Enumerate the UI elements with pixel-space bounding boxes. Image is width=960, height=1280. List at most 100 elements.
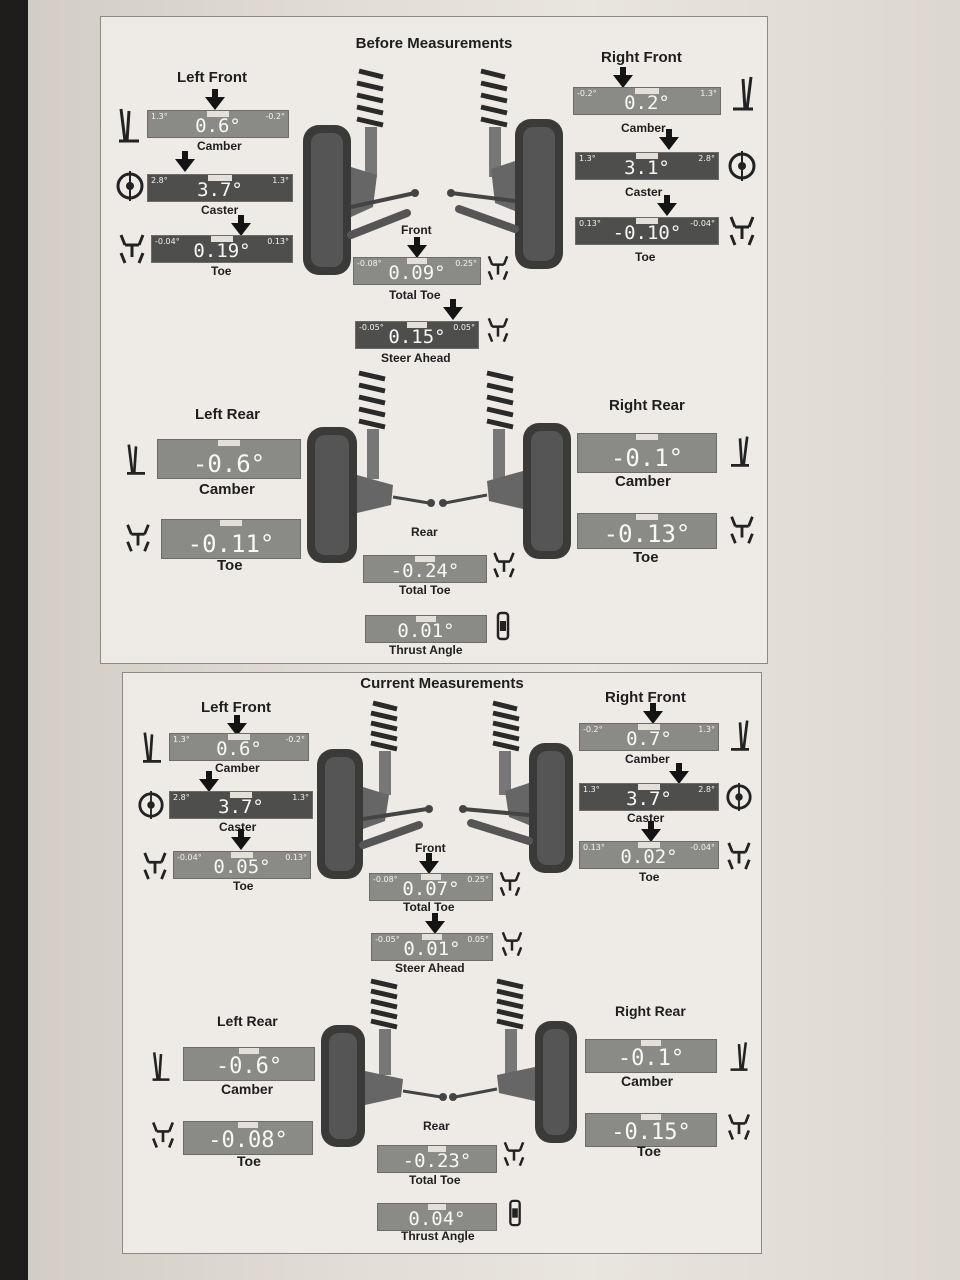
thrust-angle-icon xyxy=(496,611,510,641)
rear-total-toe-value: -0.24° xyxy=(390,560,460,582)
steer-ahead-value: 0.01° xyxy=(403,938,461,960)
camber-icon xyxy=(730,1042,748,1071)
camber-icon xyxy=(731,436,749,467)
toe-icon xyxy=(503,1141,525,1167)
lf-caster-gauge: 2.8° 1.3° 3.7° xyxy=(147,174,293,202)
rf-toe-value: -0.10° xyxy=(612,222,682,244)
lf-camber-gauge: 1.3° -0.2° 0.6° xyxy=(147,110,289,138)
thrust-angle-label: Thrust Angle xyxy=(389,643,463,657)
rr-toe-gauge: -0.15° xyxy=(585,1113,717,1147)
indicator-arrow xyxy=(231,829,251,850)
rr-toe-label: Toe xyxy=(637,1143,661,1159)
rf-camber-value: 0.2° xyxy=(624,92,670,114)
rr-toe-gauge: -0.13° xyxy=(577,513,717,549)
indicator-arrow xyxy=(657,195,677,216)
indicator-arrow xyxy=(643,703,663,724)
lr-toe-label: Toe xyxy=(237,1153,261,1169)
rr-camber-gauge: -0.1° xyxy=(585,1039,717,1073)
lr-camber-gauge: -0.6° xyxy=(157,439,301,479)
lf-toe-value: 0.05° xyxy=(213,856,271,878)
indicator-arrow xyxy=(613,67,633,88)
lf-toe-gauge: -0.04° 0.13° 0.19° xyxy=(151,235,293,263)
lf-toe-gauge: -0.04° 0.13° 0.05° xyxy=(173,851,311,879)
rf-caster-gauge: 1.3° 2.8° 3.1° xyxy=(575,152,719,180)
toe-icon xyxy=(730,516,754,544)
thrust-angle-label: Thrust Angle xyxy=(401,1229,475,1243)
lr-toe-label: Toe xyxy=(217,557,243,574)
front-total-toe-label: Total Toe xyxy=(403,900,455,914)
panel-title: Current Measurements xyxy=(360,675,524,692)
rear-heading: Rear xyxy=(423,1119,450,1133)
indicator-arrow xyxy=(659,129,679,150)
rf-camber-gauge: -0.2° 1.3° 0.2° xyxy=(573,87,721,115)
lr-toe-gauge: -0.11° xyxy=(161,519,301,559)
steer-ahead-gauge: -0.05° 0.05° 0.15° xyxy=(355,321,479,349)
rr-toe-value: -0.13° xyxy=(603,520,691,548)
left-rear-heading: Left Rear xyxy=(195,406,261,423)
indicator-arrow xyxy=(419,853,439,874)
indicator-arrow xyxy=(669,763,689,784)
thrust-angle-gauge: 0.01° xyxy=(365,615,487,643)
before-measurements-panel: Before Measurements Left Front 1.3° -0.2… xyxy=(100,16,768,664)
front-heading: Front xyxy=(401,223,432,237)
indicator-arrow xyxy=(231,215,251,236)
lr-camber-gauge: -0.6° xyxy=(183,1047,315,1081)
front-total-toe-value: 0.09° xyxy=(388,262,446,284)
indicator-arrow xyxy=(227,715,247,736)
rf-camber-value: 0.7° xyxy=(626,728,672,750)
front-total-toe-label: Total Toe xyxy=(389,288,441,302)
caster-icon xyxy=(116,171,144,201)
camber-icon xyxy=(152,1052,170,1081)
rf-camber-label: Camber xyxy=(621,121,666,135)
lr-toe-value: -0.08° xyxy=(208,1128,288,1153)
lf-toe-value: 0.19° xyxy=(193,240,251,262)
rear-total-toe-label: Total Toe xyxy=(399,583,451,597)
toe-icon xyxy=(119,234,145,264)
left-front-heading: Left Front xyxy=(201,699,271,716)
rf-toe-label: Toe xyxy=(635,250,656,264)
lr-camber-label: Camber xyxy=(199,481,255,498)
indicator-arrow xyxy=(205,89,225,110)
indicator-arrow xyxy=(199,771,219,792)
lf-camber-label: Camber xyxy=(215,761,260,775)
toe-icon xyxy=(727,1114,751,1140)
right-front-heading: Right Front xyxy=(605,689,686,706)
indicator-arrow xyxy=(425,913,445,934)
rear-total-toe-label: Total Toe xyxy=(409,1173,461,1187)
rf-toe-value: 0.02° xyxy=(620,846,678,868)
rf-caster-value: 3.1° xyxy=(624,157,670,179)
toe-icon xyxy=(729,216,755,246)
indicator-arrow xyxy=(175,151,195,172)
steer-ahead-label: Steer Ahead xyxy=(395,961,465,975)
toe-icon xyxy=(501,931,523,957)
panel-title: Before Measurements xyxy=(355,35,513,52)
toe-icon xyxy=(487,255,509,281)
steer-ahead-value: 0.15° xyxy=(388,326,446,348)
rear-total-toe-gauge: -0.24° xyxy=(363,555,487,583)
front-heading: Front xyxy=(415,841,446,855)
right-rear-heading: Right Rear xyxy=(609,397,685,414)
lr-toe-gauge: -0.08° xyxy=(183,1121,313,1155)
lr-toe-value: -0.11° xyxy=(187,530,275,558)
rf-camber-gauge: -0.2° 1.3° 0.7° xyxy=(579,723,719,751)
toe-icon xyxy=(499,871,521,897)
caster-icon xyxy=(138,791,164,819)
toe-icon xyxy=(126,524,150,552)
rf-toe-gauge: 0.13° -0.04° -0.10° xyxy=(575,217,719,245)
camber-icon xyxy=(733,76,753,111)
rf-caster-value: 3.7° xyxy=(626,788,672,810)
indicator-arrow xyxy=(641,821,661,842)
lf-camber-value: 0.6° xyxy=(195,115,241,137)
indicator-arrow xyxy=(407,237,427,258)
rr-toe-value: -0.15° xyxy=(611,1120,691,1145)
thrust-angle-gauge: 0.04° xyxy=(377,1203,497,1231)
front-total-toe-value: 0.07° xyxy=(402,878,460,900)
rear-total-toe-value: -0.23° xyxy=(402,1150,472,1172)
camber-icon xyxy=(731,720,749,751)
lf-caster-value: 3.7° xyxy=(197,179,243,201)
rr-camber-value: -0.1° xyxy=(617,1046,685,1071)
rf-toe-gauge: 0.13° -0.04° 0.02° xyxy=(579,841,719,869)
camber-icon xyxy=(119,108,139,143)
rr-camber-label: Camber xyxy=(621,1073,674,1089)
lr-camber-value: -0.6° xyxy=(215,1054,283,1079)
